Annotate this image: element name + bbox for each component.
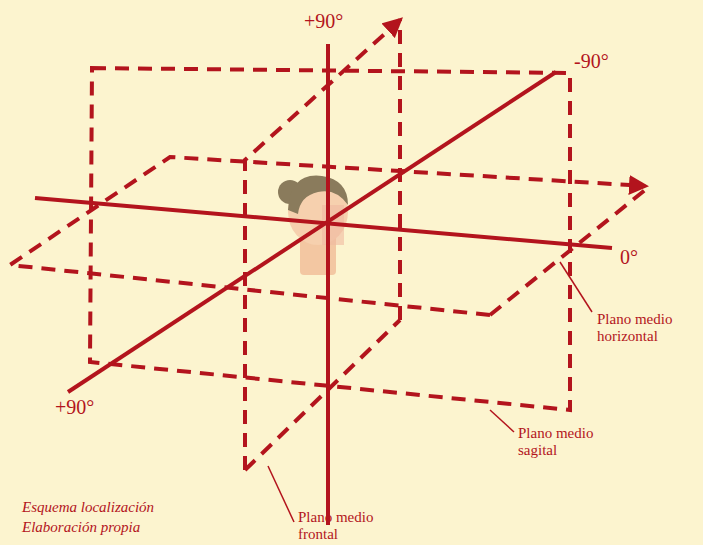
vertical-axis (326, 44, 330, 525)
leader-line (560, 262, 592, 312)
frontal-plane (245, 20, 400, 470)
leader-line (268, 466, 294, 522)
angle-label: 0° (620, 246, 638, 269)
frontal-plane-edge (398, 20, 402, 320)
angle-label: -90° (574, 50, 609, 73)
leader-line (490, 410, 514, 432)
caption: Esquema localización Elaboración propia (22, 498, 172, 537)
plane-label: Plano medio sagital (518, 425, 614, 460)
plane-label: Plano medio frontal (298, 509, 394, 544)
angle-label: +90° (304, 10, 343, 33)
angle-label: +90° (55, 396, 94, 419)
leader-lines (268, 262, 592, 522)
depth-axis (68, 72, 556, 392)
plane-label: Plano medio horizontal (597, 311, 693, 346)
frontal-plane-edge (245, 320, 400, 470)
horizontal-plane-edge (490, 190, 645, 315)
